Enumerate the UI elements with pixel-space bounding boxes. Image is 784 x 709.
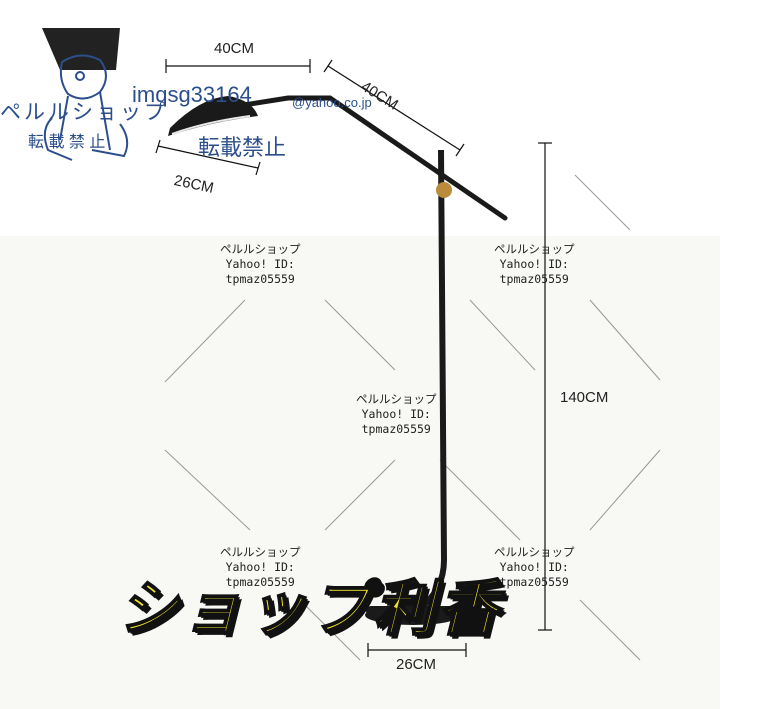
tile-id-value: tpmaz05559 <box>499 575 569 589</box>
tile-id-value: tpmaz05559 <box>499 272 569 286</box>
tile-id-value: tpmaz05559 <box>225 272 295 286</box>
tile-id-label: Yahoo! ID: <box>499 257 569 271</box>
watermark-no-repost-large: 転載禁止 <box>198 135 287 160</box>
lamp-arm <box>222 95 508 221</box>
tile-watermark: ペルルショップ Yahoo! ID: tpmaz05559 <box>220 545 301 590</box>
watermark-no-repost-small: 転 載 禁 止 <box>28 134 106 151</box>
tile-shop-name: ペルルショップ <box>494 242 575 256</box>
brass-joint <box>436 182 452 198</box>
watermark-user-id: imqsg33164 <box>132 82 252 107</box>
tile-id-value: tpmaz05559 <box>361 422 431 436</box>
lamp-stem <box>418 149 448 611</box>
lamp-shade <box>168 96 258 136</box>
tile-id-label: Yahoo! ID: <box>225 560 295 574</box>
tile-id-label: Yahoo! ID: <box>361 407 431 421</box>
arm-front-dimension: 40CM <box>214 40 255 57</box>
tile-shop-name: ペルルショップ <box>220 545 301 559</box>
tile-watermark: ペルルショップ Yahoo! ID: tpmaz05559 <box>494 545 575 590</box>
tile-watermark: ペルルショップ Yahoo! ID: tpmaz05559 <box>356 392 437 437</box>
tile-shop-name: ペルルショップ <box>220 242 301 256</box>
shop-banner: ショップ利香 <box>117 573 502 645</box>
tile-id-label: Yahoo! ID: <box>225 257 295 271</box>
tile-watermark: ペルルショップ Yahoo! ID: tpmaz05559 <box>220 242 301 287</box>
height-dimension: 140CM <box>560 389 609 406</box>
tile-id-label: Yahoo! ID: <box>499 560 569 574</box>
floor-background <box>0 236 720 709</box>
tile-watermark: ペルルショップ Yahoo! ID: tpmaz05559 <box>494 242 575 287</box>
tile-shop-name: ペルルショップ <box>356 392 437 406</box>
watermark-shop-name: ペルルショップ <box>0 101 168 124</box>
tile-id-value: tpmaz05559 <box>225 575 295 589</box>
shop-logo <box>42 28 129 161</box>
watermark-email-domain: @yahoo.co.jp <box>292 95 372 110</box>
base-dimension: 26CM <box>396 656 437 673</box>
tile-shop-name: ペルルショップ <box>494 545 575 559</box>
